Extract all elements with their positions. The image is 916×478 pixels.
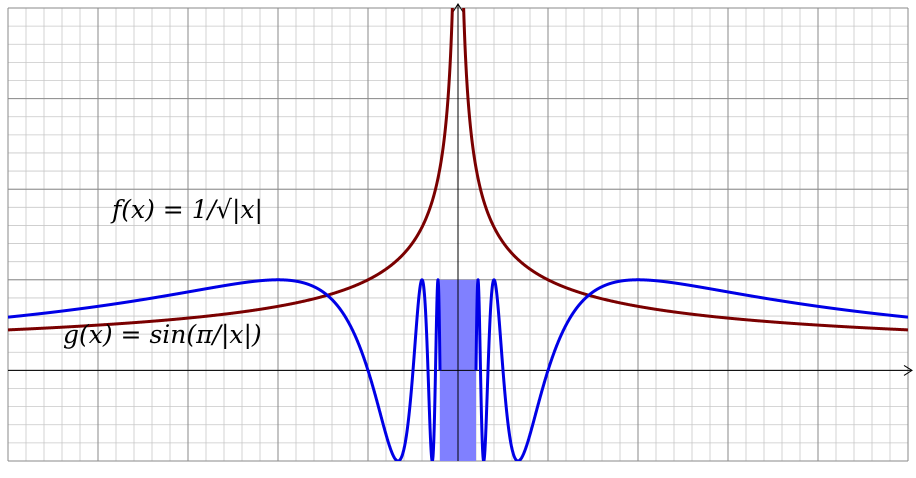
g-label: g(x) = sin(π/|x|) <box>63 320 262 350</box>
curves <box>8 8 908 461</box>
x-axis-arrow <box>903 364 913 376</box>
g-curve <box>8 278 908 461</box>
axes <box>8 3 913 461</box>
f-label: f(x) = 1/√|x| <box>110 195 263 225</box>
f-curve <box>8 8 908 332</box>
y-axis-arrow <box>452 3 464 13</box>
